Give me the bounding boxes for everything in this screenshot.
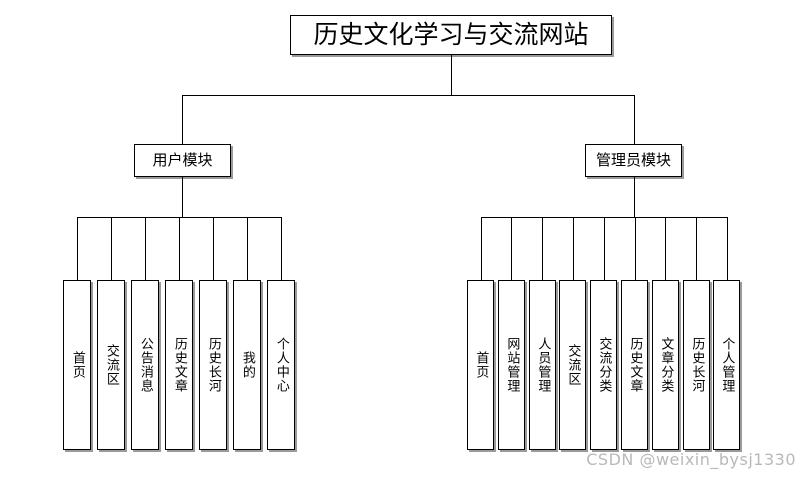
leaf-node-user-module-3[interactable]: 历史文章 bbox=[165, 280, 193, 450]
leaf-node-admin-module-7[interactable]: 历史长河 bbox=[683, 280, 710, 450]
module-node-admin-label: 管理员模块 bbox=[595, 150, 671, 169]
leaf-node-label: 交流区 bbox=[103, 344, 119, 386]
connector-user-module-leaf-0 bbox=[77, 217, 78, 280]
connector-user-module-leaf-5 bbox=[247, 217, 248, 280]
connector-root-stem bbox=[451, 55, 452, 95]
leaf-node-label: 公告消息 bbox=[137, 337, 153, 393]
connector-user-module-leaf-4 bbox=[213, 217, 214, 280]
watermark: CSDN @weixin_bysj1330 bbox=[586, 450, 796, 469]
leaf-node-label: 交流分类 bbox=[596, 337, 612, 393]
leaf-node-label: 文章分类 bbox=[658, 337, 674, 393]
leaf-node-label: 历史长河 bbox=[689, 337, 705, 393]
leaf-node-admin-module-8[interactable]: 个人管理 bbox=[713, 280, 740, 450]
leaf-node-label: 我的 bbox=[239, 351, 255, 379]
connector-admin-module-stem bbox=[634, 177, 635, 217]
leaf-node-user-module-0[interactable]: 首页 bbox=[63, 280, 91, 450]
leaf-node-admin-module-2[interactable]: 人员管理 bbox=[529, 280, 556, 450]
connector-top-bus bbox=[182, 95, 635, 96]
connector-admin-module-leaf-7 bbox=[696, 217, 697, 280]
leaf-node-label: 网站管理 bbox=[504, 337, 520, 393]
connector-admin-module-leaf-1 bbox=[511, 217, 512, 280]
connector-admin-module-leaf-0 bbox=[481, 217, 482, 280]
leaf-node-label: 历史文章 bbox=[171, 337, 187, 393]
leaf-node-admin-module-5[interactable]: 历史文章 bbox=[621, 280, 648, 450]
leaf-node-label: 历史长河 bbox=[205, 337, 221, 393]
leaf-node-admin-module-3[interactable]: 交流区 bbox=[559, 280, 586, 450]
leaf-node-admin-module-4[interactable]: 交流分类 bbox=[590, 280, 617, 450]
connector-admin-module-leaf-2 bbox=[542, 217, 543, 280]
leaf-node-admin-module-0[interactable]: 首页 bbox=[467, 280, 494, 450]
leaf-node-admin-module-6[interactable]: 文章分类 bbox=[652, 280, 679, 450]
connector-to-admin-module bbox=[634, 95, 635, 144]
connector-admin-module-leaf-5 bbox=[635, 217, 636, 280]
leaf-node-label: 首页 bbox=[69, 351, 85, 379]
leaf-node-label: 历史文章 bbox=[627, 337, 643, 393]
leaf-node-label: 首页 bbox=[473, 351, 489, 379]
leaf-node-user-module-1[interactable]: 交流区 bbox=[97, 280, 125, 450]
leaf-node-label: 交流区 bbox=[565, 344, 581, 386]
module-node-admin[interactable]: 管理员模块 bbox=[585, 144, 682, 177]
leaf-node-label: 个人管理 bbox=[719, 337, 735, 393]
leaf-node-label: 个人中心 bbox=[273, 337, 289, 393]
connector-admin-module-leaf-8 bbox=[727, 217, 728, 280]
connector-user-module-stem bbox=[182, 177, 183, 217]
connector-to-user-module bbox=[182, 95, 183, 144]
leaf-node-admin-module-1[interactable]: 网站管理 bbox=[498, 280, 525, 450]
connector-user-module-leaf-6 bbox=[281, 217, 282, 280]
connector-user-module-leaf-3 bbox=[179, 217, 180, 280]
connector-admin-module-leaf-3 bbox=[573, 217, 574, 280]
leaf-node-user-module-5[interactable]: 我的 bbox=[233, 280, 261, 450]
connector-user-module-leaf-2 bbox=[145, 217, 146, 280]
root-node[interactable]: 历史文化学习与交流网站 bbox=[290, 15, 612, 55]
leaf-node-user-module-4[interactable]: 历史长河 bbox=[199, 280, 227, 450]
leaf-node-label: 人员管理 bbox=[535, 337, 551, 393]
connector-admin-module-leaf-6 bbox=[665, 217, 666, 280]
connector-admin-module-leaf-4 bbox=[604, 217, 605, 280]
root-node-label: 历史文化学习与交流网站 bbox=[313, 20, 589, 50]
connector-user-module-leaf-1 bbox=[111, 217, 112, 280]
module-node-user[interactable]: 用户模块 bbox=[134, 144, 231, 177]
leaf-node-user-module-6[interactable]: 个人中心 bbox=[267, 280, 295, 450]
leaf-node-user-module-2[interactable]: 公告消息 bbox=[131, 280, 159, 450]
module-node-user-label: 用户模块 bbox=[152, 150, 213, 169]
